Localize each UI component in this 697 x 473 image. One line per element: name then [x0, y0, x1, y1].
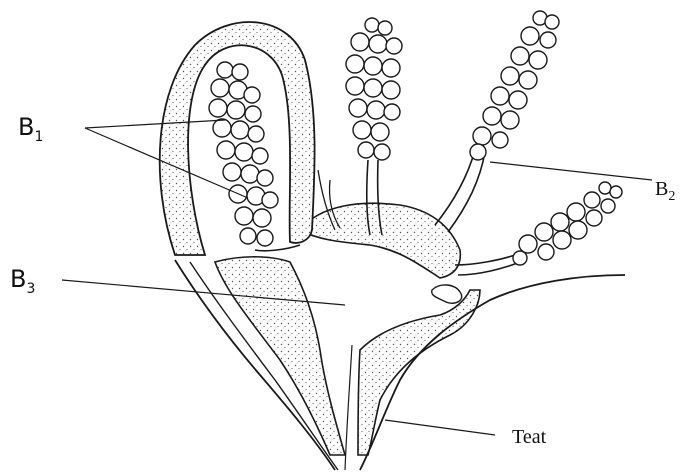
- alveoli-cluster-center: [346, 18, 402, 160]
- teat-leader-line: [385, 420, 495, 435]
- alveoli-cluster-upper-right: [470, 11, 559, 160]
- stippled-lining-left: [215, 257, 345, 455]
- b1-leader-line-upper: [85, 120, 225, 128]
- teat-canal-line: [345, 345, 352, 470]
- alveoli-cluster-lower-right: [513, 182, 622, 265]
- label-b2: B2: [655, 178, 675, 204]
- b2-leader-line: [490, 162, 652, 180]
- duct-upper-right: [435, 150, 485, 232]
- label-b1: B1: [18, 113, 43, 145]
- gland-cistern: [300, 203, 460, 278]
- duct-knot: [432, 285, 462, 303]
- alveoli-cluster-left: [209, 62, 278, 246]
- label-b3: B3: [10, 265, 35, 297]
- duct-lower-right: [455, 255, 520, 275]
- label-teat: Teat: [512, 426, 547, 448]
